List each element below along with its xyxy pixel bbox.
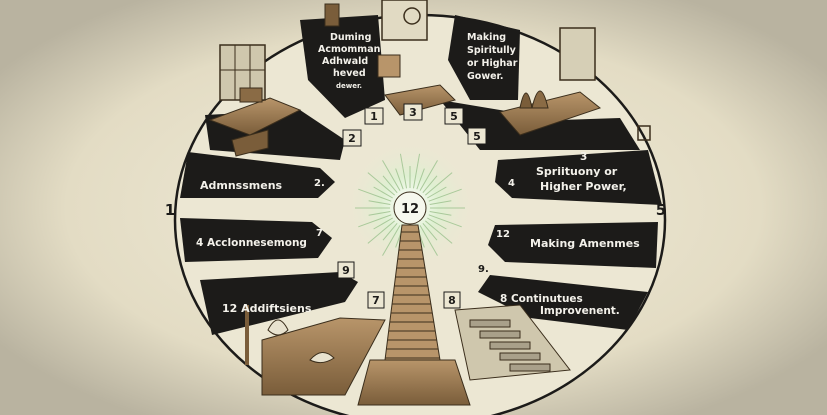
- panel-right-2-number: 12: [496, 229, 510, 240]
- stair-step: [489, 341, 531, 350]
- bottom-left-platform: [245, 305, 386, 396]
- panel-right-1-number: 4: [508, 178, 515, 189]
- bottom-number-boxes: 9 7 8: [337, 261, 461, 309]
- panel-right-2-label: Making Amenmes: [530, 237, 640, 250]
- glow-ray: [368, 210, 391, 216]
- glow-ray: [368, 200, 391, 206]
- stair-step: [509, 363, 551, 372]
- panel-left-2-number: 7: [316, 228, 323, 239]
- glow-ray: [382, 160, 401, 191]
- panel-left-1: [180, 152, 335, 198]
- panel-top-left-text: Duming Acmomman Adhwald heved dewer.: [318, 32, 381, 90]
- panel-left-3: [200, 272, 358, 335]
- glow-ray: [429, 200, 452, 206]
- panel-top-left-line-4: heved: [333, 68, 366, 79]
- top-number-3: 3: [409, 106, 417, 119]
- panel-top-left-line-1: Duming: [330, 32, 371, 43]
- bottom-right-stairs: [454, 304, 571, 381]
- glow-ray: [373, 217, 393, 230]
- bottom-center-platform: [357, 359, 471, 406]
- panel-right-1-line-1: 3: [580, 151, 587, 163]
- panel-left-2-label: 4 Acclonnesemong: [196, 237, 307, 249]
- panel-top-right-line-1: Making: [467, 32, 506, 43]
- bottom-number-2: 8: [448, 294, 456, 307]
- panel-right-1-text: 3 Spriituony or Higher Power,: [536, 151, 627, 193]
- panel-top-left: [300, 15, 385, 118]
- glow-ray: [412, 153, 421, 189]
- panel-right-1-line-2: Spriituony or: [536, 165, 618, 178]
- panel-left-2: [180, 218, 332, 262]
- panel-top-right: [448, 15, 520, 100]
- panel-right-3-number: 9.: [478, 264, 489, 275]
- panel-top-left-line-3: Adhwald: [322, 56, 368, 67]
- panel-top-left-line-2: Acmomman: [318, 44, 381, 55]
- stair-step: [499, 352, 541, 361]
- panel-left-1-label: Admnssmens: [200, 179, 283, 192]
- glow-ray: [419, 225, 438, 256]
- glow-ray: [428, 188, 462, 202]
- panel-top-right-line-3: or Highar: [467, 58, 518, 69]
- scene-top-left-room: [208, 44, 302, 157]
- glow-ray: [367, 220, 396, 244]
- top-number-1: 2: [348, 132, 356, 145]
- glow-ray: [424, 220, 453, 244]
- glow-ray: [399, 153, 408, 189]
- bottom-number-1: 7: [372, 294, 380, 307]
- glow-ray: [422, 175, 438, 194]
- glow-ray: [382, 222, 398, 241]
- central-ladder: [384, 224, 441, 361]
- glow-ray: [395, 168, 404, 190]
- panel-left-3-number: 9: [342, 264, 350, 277]
- glow-ray: [424, 172, 453, 196]
- outer-number-right: 5: [656, 201, 666, 219]
- stair-step: [479, 330, 521, 339]
- center-number: 12: [401, 202, 419, 217]
- glow-ray: [427, 217, 447, 230]
- top-number-5: 5: [473, 130, 481, 143]
- glow-ray: [382, 225, 401, 256]
- panel-top-right-text: Making Spiritully or Highar Gower.: [467, 32, 518, 82]
- scene-top-right-room: [499, 27, 651, 141]
- glow-ray: [373, 186, 393, 199]
- glow-ray: [416, 168, 425, 190]
- panel-right-3-line-1: 8 Continutues: [500, 293, 583, 305]
- glow-ray: [382, 175, 398, 194]
- outer-number-left: 1: [165, 201, 175, 219]
- panel-right-2: [488, 222, 658, 268]
- panel-left-3-label: 12 Addiftsiens: [222, 302, 312, 315]
- glow-ray: [358, 188, 392, 202]
- panel-left-1-number: 2.: [314, 178, 325, 189]
- panel-right-1-line-3: Higher Power,: [540, 180, 627, 193]
- panel-right-1: [495, 150, 662, 205]
- top-number-2: 1: [370, 110, 378, 123]
- panel-right-3-line-2: Improvenent.: [540, 305, 620, 317]
- top-number-boxes: 2 1 3 5 5: [342, 103, 487, 147]
- glow-ray: [427, 186, 447, 199]
- panel-top-right-line-4: Gower.: [467, 71, 503, 82]
- glow-ray: [422, 222, 438, 241]
- top-number-4: 5: [450, 110, 458, 123]
- glow-ray: [419, 160, 438, 191]
- scene-top-center-room: [324, 0, 456, 116]
- glow-ray: [358, 214, 392, 228]
- glow-ray: [429, 210, 452, 216]
- panel-right-3: [478, 275, 648, 330]
- panel-top-left-line-5: dewer.: [336, 82, 362, 90]
- glow-ray: [367, 172, 396, 196]
- center-disc: [393, 191, 427, 225]
- panel-top-right-line-2: Spiritully: [467, 45, 517, 56]
- glow-ray: [428, 214, 462, 228]
- stair-step: [469, 319, 511, 328]
